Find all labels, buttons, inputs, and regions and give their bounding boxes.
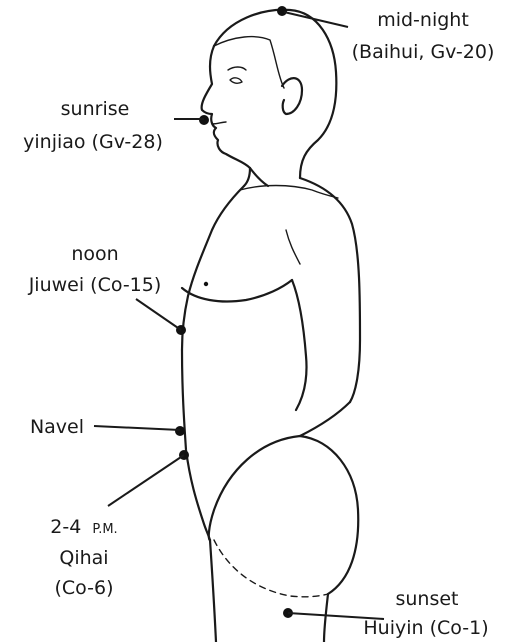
chest-outline	[182, 186, 244, 350]
qihai-time-suffix: P.M.	[92, 522, 117, 537]
navel-leader	[94, 426, 180, 430]
qihai-leader	[108, 455, 184, 506]
nipple	[204, 282, 208, 286]
perineum-dashed	[214, 540, 328, 597]
baihui-leader	[284, 12, 348, 27]
qihai-time-label: 2-4 P.M.	[50, 516, 117, 538]
acupoint-markers	[175, 6, 293, 618]
neck-front	[244, 168, 250, 186]
huiyin-name-label: Huiyin (Co-1)	[363, 617, 488, 639]
leg-back	[324, 594, 328, 642]
buttock	[209, 436, 358, 594]
hairline	[214, 37, 284, 88]
jiuwei-leader	[136, 299, 181, 330]
leader-lines	[94, 12, 384, 619]
navel-point-marker	[175, 426, 185, 436]
qihai-name-line2: (Co-6)	[54, 577, 113, 599]
body-outline	[182, 10, 360, 642]
qihai-time-number: 2-4	[50, 516, 81, 538]
jiuwei-time-label: noon	[71, 243, 118, 265]
mouth	[212, 122, 226, 124]
collar-line	[240, 186, 338, 199]
qihai-name-line1: Qihai	[59, 547, 108, 569]
baihui-name-label: (Baihui, Gv-20)	[352, 41, 495, 63]
jiuwei-name-label: Jiuwei (Co-15)	[28, 274, 162, 296]
abdomen-front	[182, 350, 210, 540]
yinjiao-name-label: yinjiao (Gv-28)	[23, 131, 163, 153]
arm-front	[292, 280, 307, 410]
yinjiao-time-label: sunrise	[61, 98, 130, 120]
brow	[228, 67, 246, 70]
arm-crease	[286, 230, 300, 264]
labels: mid-night (Baihui, Gv-20) sunrise yinjia…	[23, 9, 494, 639]
eye	[230, 78, 242, 83]
pectoral	[182, 280, 292, 302]
navel-label: Navel	[30, 416, 84, 438]
head-outline	[214, 10, 336, 178]
shoulder-back	[300, 178, 360, 402]
huiyin-time-label: sunset	[395, 588, 458, 610]
lower-back	[300, 402, 350, 436]
baihui-time-label: mid-night	[377, 9, 469, 31]
baihui-point-marker	[277, 6, 287, 16]
leg-front	[210, 540, 216, 642]
ear	[282, 78, 302, 114]
